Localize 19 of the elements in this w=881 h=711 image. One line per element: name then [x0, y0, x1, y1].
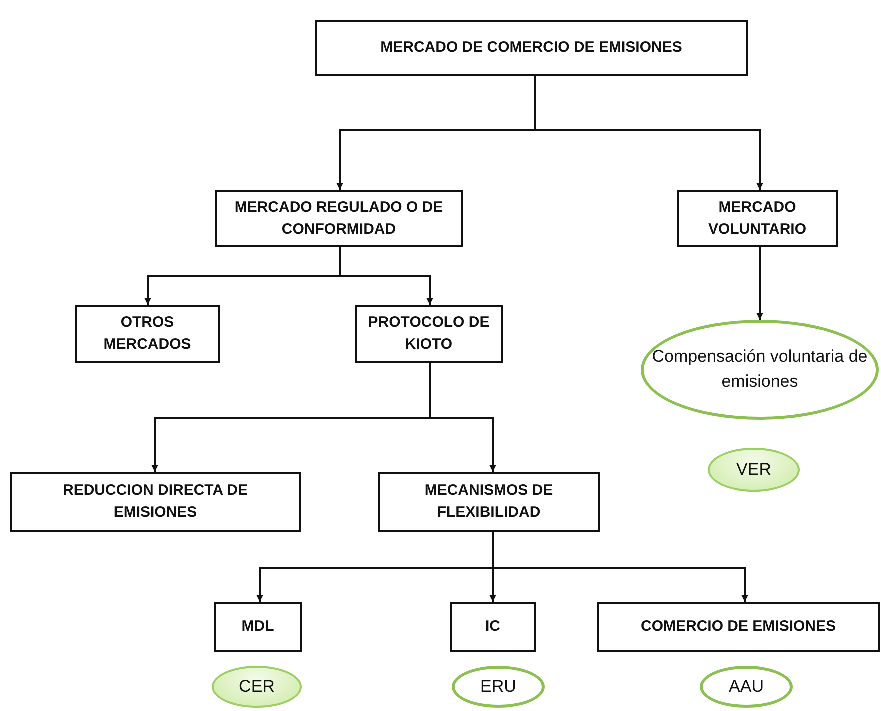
- ellipse-node: VER: [708, 448, 800, 492]
- process-box: MECANISMOS DE FLEXIBILIDAD: [378, 472, 600, 532]
- ellipse-node: Compensación voluntaria de emisiones: [641, 320, 879, 420]
- process-box: MDL: [214, 602, 302, 652]
- process-box: IC: [450, 602, 536, 652]
- process-box: MERCADO VOLUNTARIO: [677, 190, 838, 247]
- process-box: MERCADO REGULADO O DE CONFORMIDAD: [215, 190, 463, 247]
- arrow: [429, 363, 496, 472]
- ellipse-node: CER: [212, 666, 302, 708]
- process-box: MERCADO DE COMERCIO DE EMISIONES: [315, 20, 748, 76]
- ellipse-node: AAU: [700, 666, 793, 708]
- arrow: [756, 247, 764, 320]
- process-box: OTROS MERCADOS: [75, 305, 220, 363]
- arrow: [534, 76, 764, 190]
- arrow: [492, 532, 748, 602]
- process-box: PROTOCOLO DE KIOTO: [355, 305, 503, 363]
- process-box: REDUCCION DIRECTA DE EMISIONES: [10, 472, 301, 532]
- ellipse-node: ERU: [452, 666, 545, 708]
- process-box: COMERCIO DE EMISIONES: [597, 602, 880, 652]
